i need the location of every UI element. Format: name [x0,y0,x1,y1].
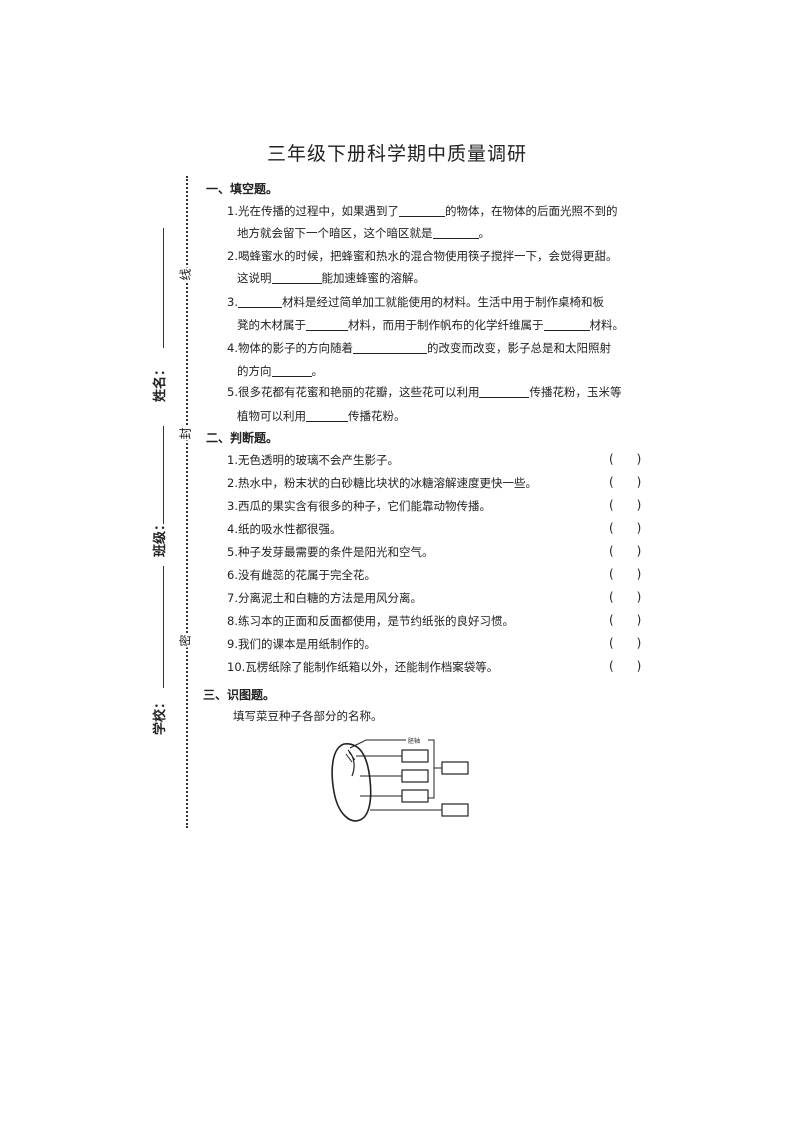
binding-mark-seal: 封 [176,426,194,441]
judge-answer-6[interactable]: ( ) [609,567,642,581]
q3-line-2: 凳的木材属于材料，而用于制作帆布的化学纤维属于材料。 [237,318,624,332]
answer-box-1[interactable] [401,749,429,763]
page-title: 三年级下册科学期中质量调研 [266,143,527,165]
answer-box-5[interactable] [441,803,469,817]
class-label: 班级： [153,517,169,558]
judge-item-9: 9.我们的课本是用纸制作的。 [227,637,376,651]
leader-line-hypocotyl [349,739,406,749]
q1-line-2: 地方就会留下一个暗区，这个暗区就是。 [237,226,490,240]
section-fill-in-heading: 一、填空题。 [206,182,279,196]
hypocotyl-label: 胚轴 [408,737,420,745]
judge-answer-3[interactable]: ( ) [609,498,642,512]
q4-blank-2[interactable] [271,364,312,377]
name-field-line[interactable] [163,228,164,348]
binding-mark-line: 线 [176,267,194,282]
judge-answer-10[interactable]: ( ) [609,659,642,673]
answer-box-2[interactable] [401,769,429,783]
answer-box-4[interactable] [441,761,469,775]
judge-item-4: 4.纸的吸水性都很强。 [227,522,342,536]
q5-line-1: 5.很多花都有花蜜和艳丽的花瓣，这些花可以利用传播花粉，玉米等 [227,385,622,399]
judge-item-7: 7.分离泥土和白糖的方法是用风分离。 [227,591,422,605]
q2-line-2: 这说明能加速蜂蜜的溶解。 [237,271,425,285]
judge-item-1: 1.无色透明的玻璃不会产生影子。 [227,453,399,467]
q1-blank-1[interactable] [398,204,445,217]
embryo-curve [347,749,355,777]
q5-blank-1[interactable] [479,385,530,398]
section-diagram-heading: 三、识图题。 [203,688,276,702]
q1-blank-2[interactable] [432,226,479,239]
section-judgement-heading: 二、判断题。 [206,431,279,445]
judge-answer-7[interactable]: ( ) [609,590,642,604]
q4-blank-1[interactable] [352,341,427,354]
diagram-instruction: 填写菜豆种子各部分的名称。 [233,709,383,723]
judge-item-10: 10.瓦楞纸除了能制作纸箱以外，还能制作档案袋等。 [227,660,499,674]
q4-line-2: 的方向。 [237,364,323,378]
q2-blank[interactable] [271,271,322,284]
school-field-line[interactable] [163,566,164,688]
judge-item-3: 3.西瓜的果实含有很多的种子，它们能靠动物传播。 [227,499,491,513]
q3-blank-3[interactable] [543,318,590,331]
binding-mark-secret: 密 [176,633,194,648]
judge-answer-4[interactable]: ( ) [609,521,642,535]
answer-box-3[interactable] [401,789,429,803]
bracket-line [428,739,435,799]
q2-line-1: 2.喝蜂蜜水的时候，把蜂蜜和热水的混合物使用筷子搅拌一下，会觉得更甜。 [227,249,618,263]
judge-answer-2[interactable]: ( ) [609,475,642,489]
judge-answer-1[interactable]: ( ) [609,452,642,466]
q3-blank-1[interactable] [237,295,282,308]
bean-seed-diagram: 胚轴 [331,737,469,822]
school-label: 学校： [153,695,169,736]
judge-item-6: 6.没有雌蕊的花属于完全花。 [227,568,376,582]
q1-line-1: 1.光在传播的过程中，如果遇到了的物体，在物体的后面光照不到的 [227,204,618,218]
judge-answer-5[interactable]: ( ) [609,544,642,558]
name-label: 姓名： [153,362,169,403]
q3-line-1: 3.材料是经过简单加工就能使用的材料。生活中用于制作桌椅和板 [227,295,604,309]
class-field-line[interactable] [163,426,164,524]
q3-blank-2[interactable] [306,318,348,331]
q5-line-2: 植物可以利用传播花粉。 [237,409,406,423]
judge-answer-8[interactable]: ( ) [609,613,642,627]
seed-outline [331,743,372,822]
q4-line-1: 4.物体的影子的方向随着的改变而改变，影子总是和太阳照射 [227,341,611,355]
judge-item-8: 8.练习本的正面和反面都使用，是节约纸张的良好习惯。 [227,614,514,628]
q5-blank-2[interactable] [306,409,348,422]
judge-answer-9[interactable]: ( ) [609,636,642,650]
judge-item-2: 2.热水中，粉末状的白砂糖比块状的冰糖溶解速度更快一些。 [227,476,537,490]
binding-dotted-line [186,176,188,828]
judge-item-5: 5.种子发芽最需要的条件是阳光和空气。 [227,545,434,559]
plumule-mark [345,751,356,763]
